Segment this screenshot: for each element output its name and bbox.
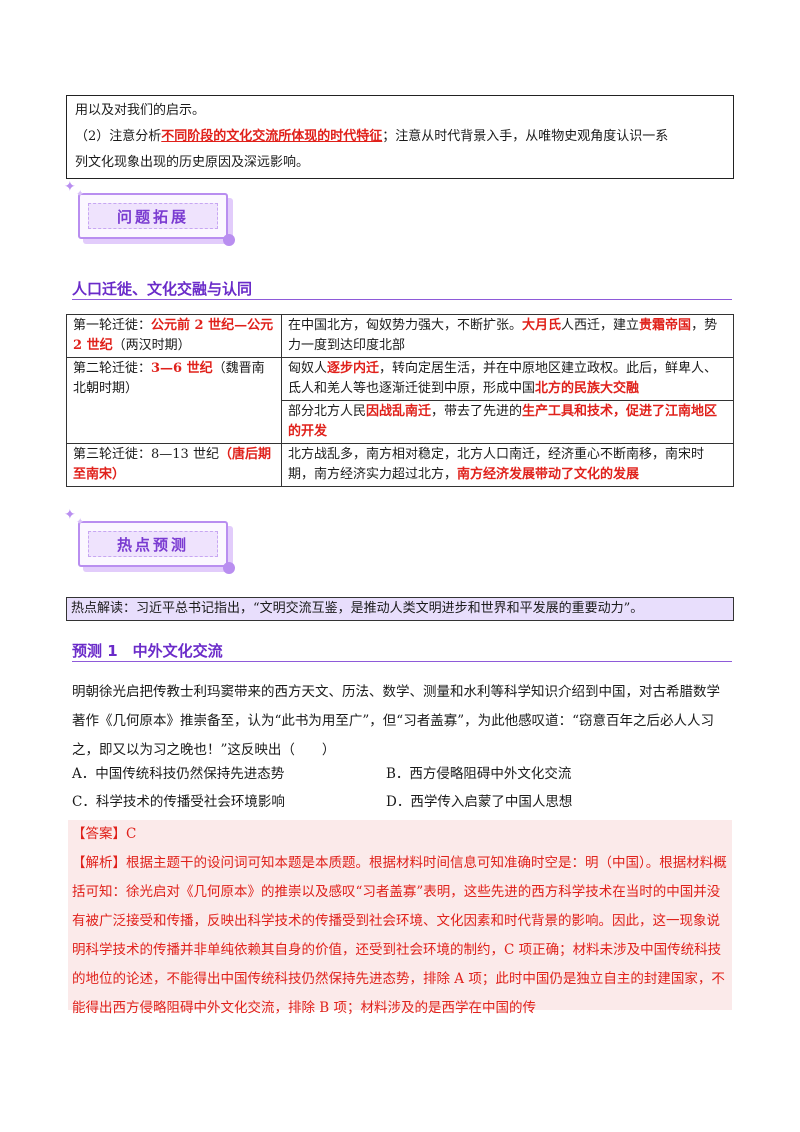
prediction-title-underline (72, 661, 732, 662)
table-cell: 第三轮迁徙：8—13 世纪（唐后期至南宋） (66, 443, 282, 487)
summary-box: 用以及对我们的启示。 （2）注意分析不同阶段的文化交流所体现的时代特征；注意从时… (66, 95, 734, 179)
table-cell: 在中国北方，匈奴势力强大，不断扩张。大月氏人西迁，建立贵霜帝国，势力一度到达印度… (281, 314, 734, 358)
table-row: 第三轮迁徙：8—13 世纪（唐后期至南宋） 北方战乱多，南方相对稳定，北方人口南… (66, 443, 734, 487)
summary-line-3: 列文化现象出现的历史原因及深远影响。 (75, 155, 310, 170)
question-text: 明朝徐光启把传教士利玛窦带来的西方天文、历法、数学、测量和水利等科学知识介绍到中… (72, 684, 720, 758)
table-row: 第一轮迁徙：公元前 2 世纪—公元 2 世纪（两汉时期） 在中国北方，匈奴势力强… (66, 314, 734, 358)
table-cell: 部分北方人民因战乱南迁，带去了先进的生产工具和技术，促进了江南地区的开发 (281, 400, 734, 444)
table-cell: 第一轮迁徙：公元前 2 世纪—公元 2 世纪（两汉时期） (66, 314, 282, 358)
option-a: A．中国传统科技仍然保持先进态势 (72, 766, 285, 782)
badge-label: 热点预测 (88, 531, 218, 557)
summary-highlight: 不同阶段的文化交流所体现的时代特征 (161, 129, 383, 144)
table-row: 第二轮迁徙：3—6 世纪（魏晋南北朝时期） 匈奴人逐步内迁，转向定居生活，并在中… (66, 357, 734, 444)
section-title-underline (72, 299, 732, 300)
section-title: 人口迁徙、文化交融与认同 (72, 280, 253, 298)
badge-dot (223, 234, 235, 246)
table-cell: 第二轮迁徙：3—6 世纪（魏晋南北朝时期） (66, 357, 282, 444)
option-d: D．西学传入启蒙了中国人思想 (386, 794, 573, 810)
answer-line: 【答案】C (72, 826, 137, 842)
hot-interpretation-bar: 热点解读：习近平总书记指出，“文明交流互鉴，是推动人类文明进步和世界和平发展的重… (66, 597, 734, 621)
badge-label: 问题拓展 (88, 203, 218, 229)
analysis-text: 【解析】根据主题干的设问词可知本题是本质题。根据材料时间信息可知准确时空是：明（… (72, 855, 727, 1016)
sparkle-small-icon: ✦ (76, 189, 85, 200)
badge-dot (223, 562, 235, 574)
sparkle-icon: ✦ (64, 507, 76, 523)
sparkle-icon: ✦ (64, 179, 76, 195)
summary-line-1: 用以及对我们的启示。 (75, 103, 206, 118)
section-badge-hot-prediction: ✦ ✦ 热点预测 (64, 507, 235, 574)
table-cell: 匈奴人逐步内迁，转向定居生活，并在中原地区建立政权。此后，鲜卑人、氐人和羌人等也… (281, 357, 734, 401)
option-c: C．科学技术的传播受社会环境影响 (72, 794, 285, 810)
table-row: 部分北方人民因战乱南迁，带去了先进的生产工具和技术，促进了江南地区的开发 (67, 400, 734, 444)
summary-line-2: （2）注意分析不同阶段的文化交流所体现的时代特征；注意从时代背景入手，从唯物史观… (75, 129, 669, 144)
prediction-title: 预测 1 中外文化交流 (72, 642, 223, 660)
answer-analysis-block: 【答案】C 【解析】根据主题干的设问词可知本题是本质题。根据材料时间信息可知准确… (68, 820, 732, 1016)
option-b: B．西方侵略阻碍中外文化交流 (386, 766, 572, 782)
section-badge-problem-expansion: ✦ ✦ 问题拓展 (64, 179, 235, 246)
table-cell: 北方战乱多，南方相对稳定，北方人口南迁，经济重心不断南移，南宋时期，南方经济实力… (281, 443, 734, 487)
migration-table: 第一轮迁徙：公元前 2 世纪—公元 2 世纪（两汉时期） 在中国北方，匈奴势力强… (66, 314, 734, 487)
sparkle-small-icon: ✦ (76, 517, 85, 528)
